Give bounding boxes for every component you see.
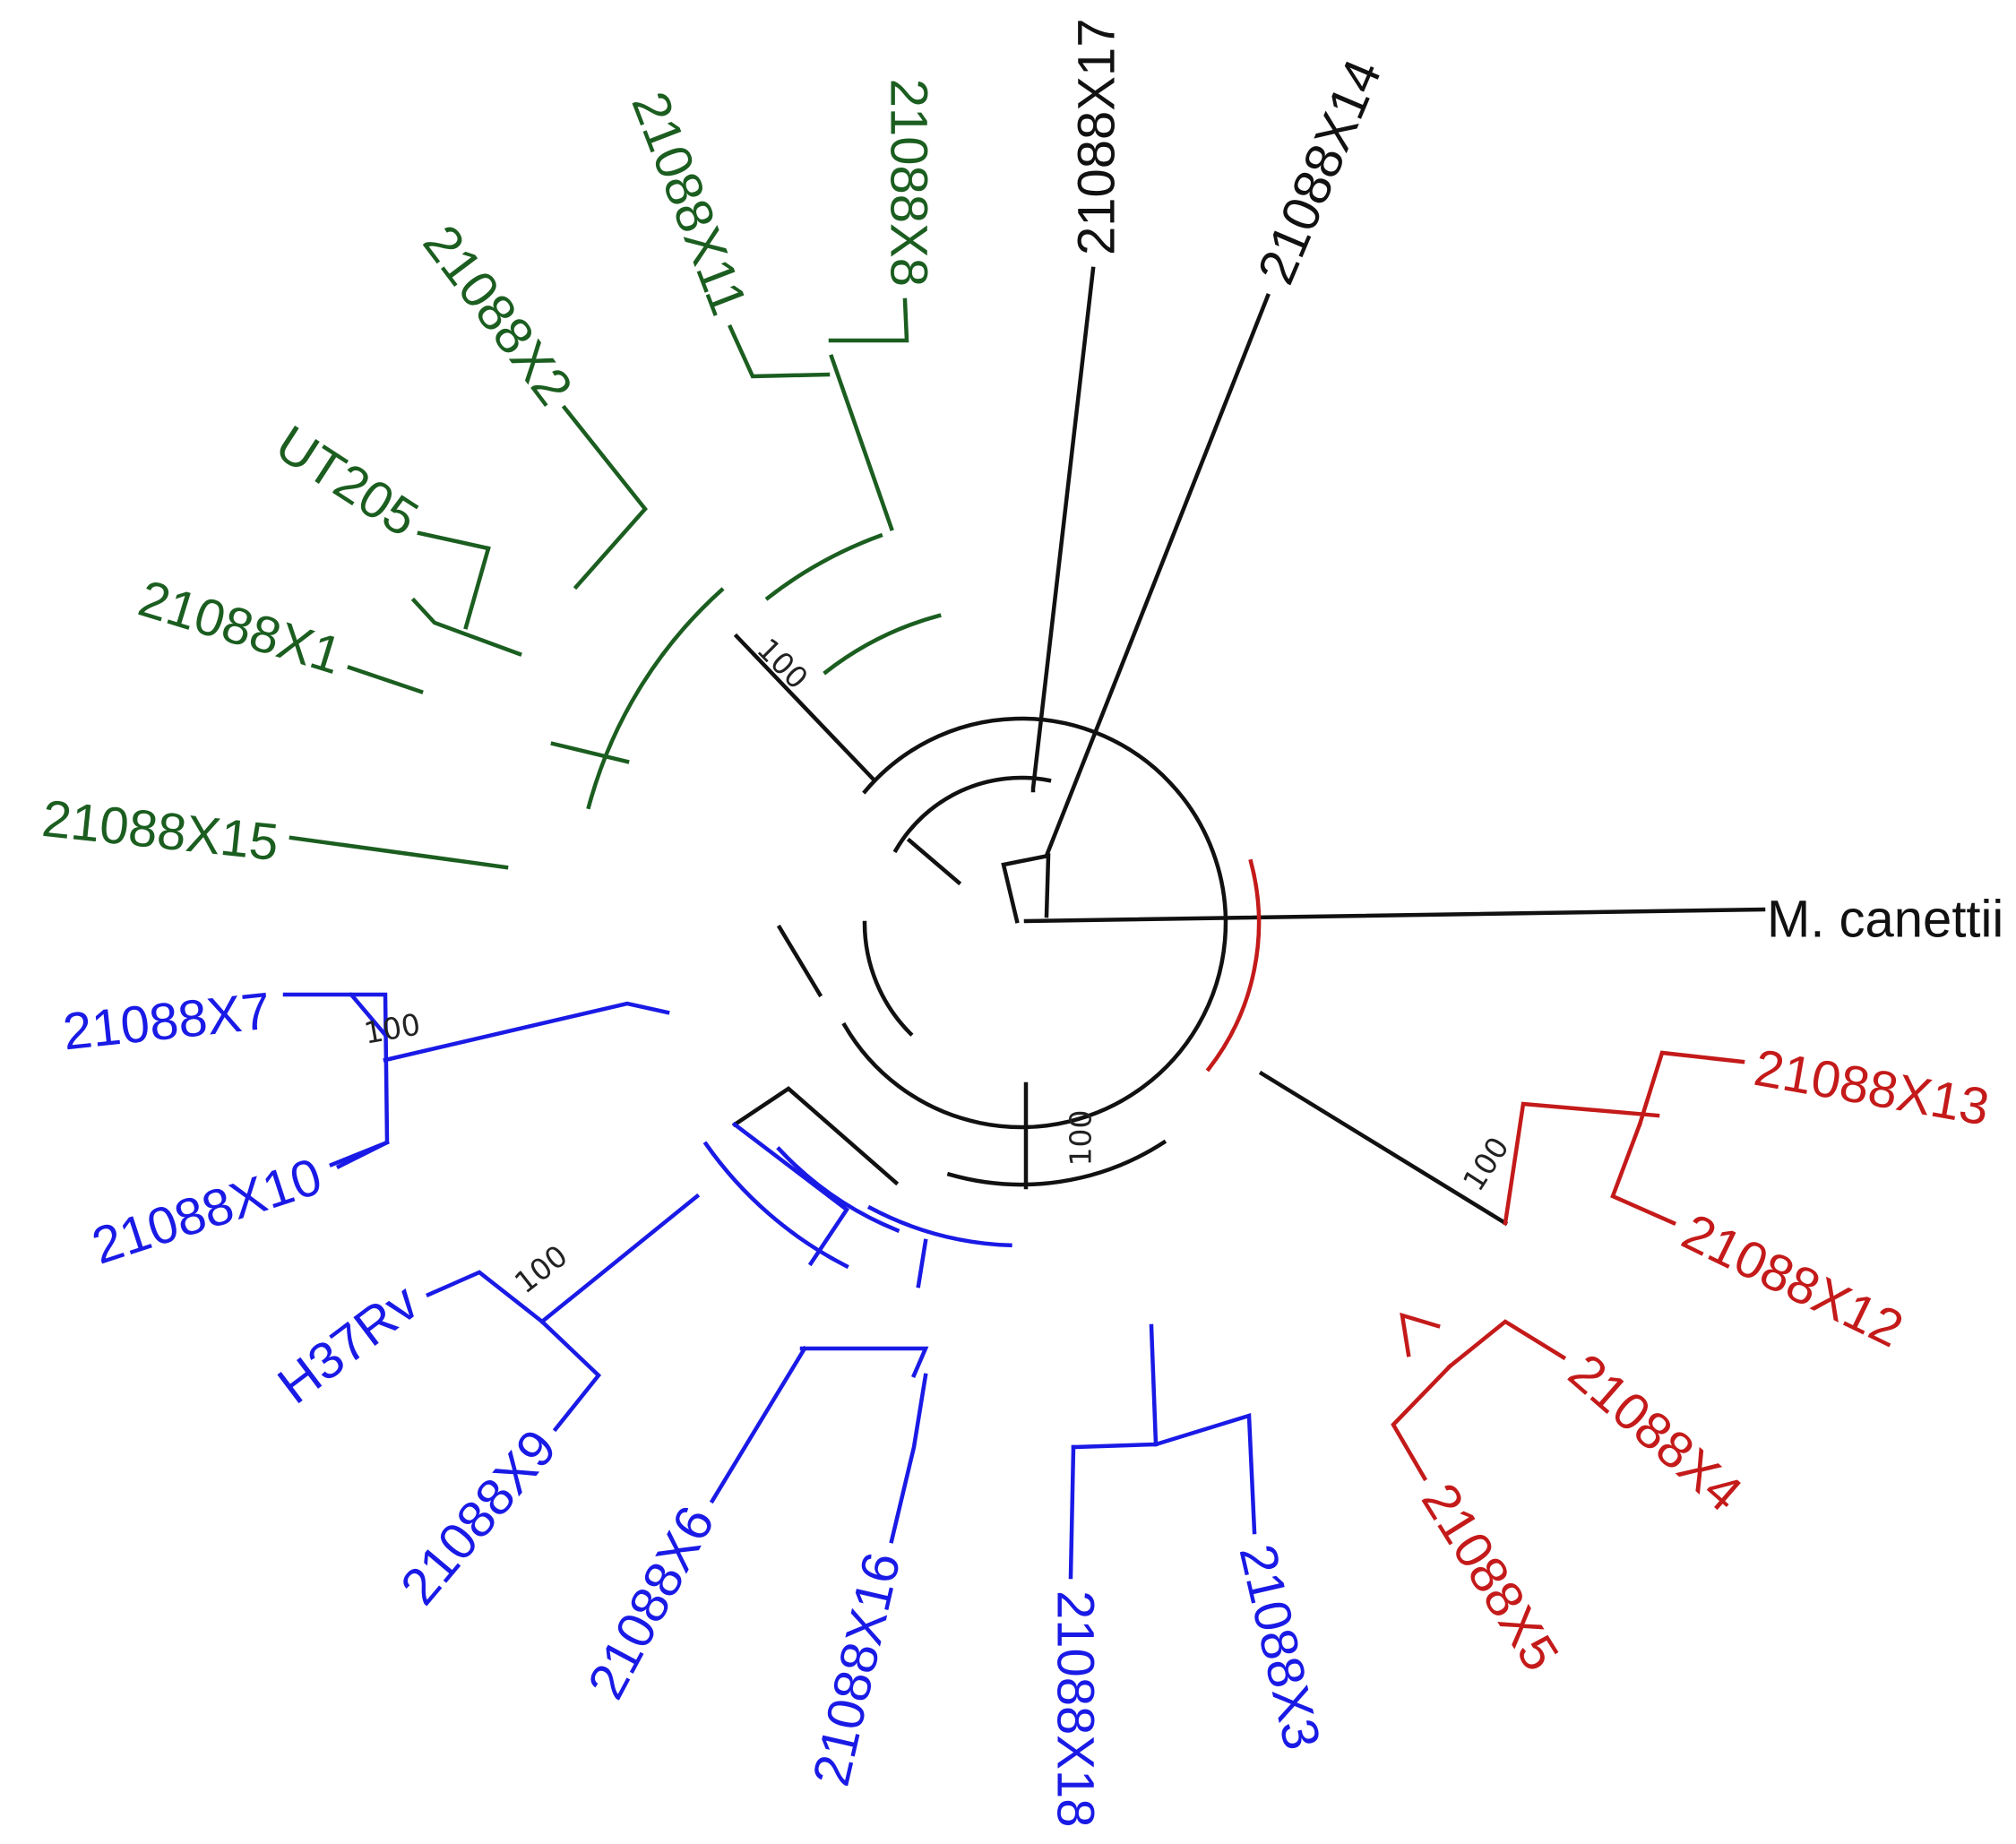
- branch-x15: [289, 835, 509, 870]
- branch-x1: [347, 665, 424, 694]
- branch-x9: [538, 1318, 602, 1433]
- leaf-label-x17: 21088X17: [1067, 19, 1125, 255]
- arc-inner-left: [862, 920, 914, 1037]
- branch-red-upper: [1503, 1101, 1660, 1226]
- branch-canettii: [1023, 907, 1766, 924]
- leaf-label-ut205: UT205: [266, 414, 428, 547]
- arc-red: [1205, 858, 1262, 1073]
- arc-blue-lower: [866, 1204, 1012, 1248]
- arc-green-top: [764, 532, 883, 601]
- branch-x6: [709, 1345, 808, 1504]
- bootstrap-bs-blue-top: 100: [361, 1006, 423, 1050]
- branch-x5: [1391, 1363, 1453, 1482]
- leaf-label-x7: 21088X7: [60, 982, 273, 1062]
- branch-x8: [828, 297, 909, 343]
- bootstrap-bs-green: 100: [750, 632, 814, 696]
- leaf-label-x3: 21088X3: [1228, 1539, 1331, 1755]
- branch-x7-x10: [335, 992, 390, 1170]
- arc-root: [841, 716, 1228, 1130]
- leaf-label-x18: 21088X18: [1047, 1590, 1105, 1827]
- branch-x11: [728, 324, 831, 379]
- branch-x18: [1068, 1444, 1076, 1580]
- leaf-label-x16: 21088X16: [802, 1547, 912, 1791]
- branch-x10: [329, 1140, 390, 1168]
- leaf-label-canettii: M. canettii: [1767, 890, 2003, 948]
- branch-x7: [282, 992, 389, 1038]
- leaf-label-x12: 21088X12: [1674, 1202, 1912, 1358]
- bootstrap-labels: 100 100 100 100 100: [361, 632, 1516, 1301]
- branch-x12: [1610, 1122, 1676, 1226]
- branch-x3: [1153, 1412, 1257, 1535]
- leaf-label-x6: 21088X6: [577, 1497, 726, 1709]
- arc-green-main: [586, 587, 725, 810]
- branch-green-stem: [733, 633, 877, 783]
- branch-x14: [1044, 293, 1271, 858]
- branch-blue-mid: [731, 1121, 850, 1267]
- leaf-label-x15: 21088X15: [39, 789, 281, 872]
- branch-ut205: [417, 530, 491, 551]
- branch-ut205-x1: [410, 597, 522, 657]
- branch-x17: [1030, 266, 1096, 793]
- bootstrap-bs-center: 100: [1064, 1110, 1098, 1167]
- branch-x17-stem: [906, 837, 962, 886]
- leaf-label-x9: 21088X9: [390, 1418, 568, 1616]
- arc-inner: [892, 775, 1052, 854]
- leaf-label-x4: 21088X4: [1557, 1342, 1753, 1522]
- leaf-label-x11: 21088X11: [620, 84, 758, 323]
- arc-blue-mid: [776, 1146, 900, 1234]
- bootstrap-bs-blue-h37: 100: [508, 1238, 574, 1301]
- leaf-label-x10: 21088X10: [85, 1147, 329, 1276]
- leaf-label-h37rv: H37Rv: [267, 1273, 429, 1416]
- branch-root-stub: [776, 924, 823, 998]
- branch-x2: [561, 404, 648, 590]
- leaf-label-x13: 21088X13: [1750, 1038, 1994, 1137]
- branch-blue-stem: [731, 1086, 900, 1186]
- leaf-label-x1: 21088X1: [133, 569, 349, 685]
- branch-h37-group: [538, 1193, 701, 1325]
- branch-blue-lower-stem: [916, 1238, 928, 1288]
- branch-x16: [889, 1373, 928, 1544]
- leaf-labels: M. canettii 21088X14 21088X17 21088X8 21088X…: [39, 19, 2003, 1828]
- branch-red-lower: [1400, 1312, 1441, 1357]
- branch-h37rv: [426, 1270, 546, 1325]
- branch-blue-sub: [799, 1346, 929, 1378]
- branch-x13: [1637, 1050, 1745, 1127]
- branch-red-stem: [1258, 1070, 1509, 1227]
- branch-x4: [1446, 1319, 1567, 1370]
- branch-inner-node: [1001, 853, 1051, 924]
- branch-green-sub: [550, 741, 630, 764]
- bootstrap-bs-red: 100: [1456, 1131, 1516, 1197]
- arc-lower: [946, 1139, 1167, 1187]
- branch-x18-x3: [1071, 1323, 1159, 1450]
- branch-x8-x11-stem: [829, 354, 894, 531]
- arc-green-mid: [823, 613, 942, 676]
- branch-green-inner: [463, 546, 491, 630]
- tree-branches: [282, 266, 1766, 1580]
- arc-blue-top: [702, 1141, 849, 1270]
- leaf-label-x5: 21088X5: [1410, 1474, 1570, 1681]
- leaf-label-x14: 21088X14: [1246, 51, 1392, 292]
- leaf-label-x8: 21088X8: [880, 79, 938, 287]
- leaf-label-x2: 21088X2: [412, 214, 584, 416]
- branch-blue-top: [383, 1001, 670, 1063]
